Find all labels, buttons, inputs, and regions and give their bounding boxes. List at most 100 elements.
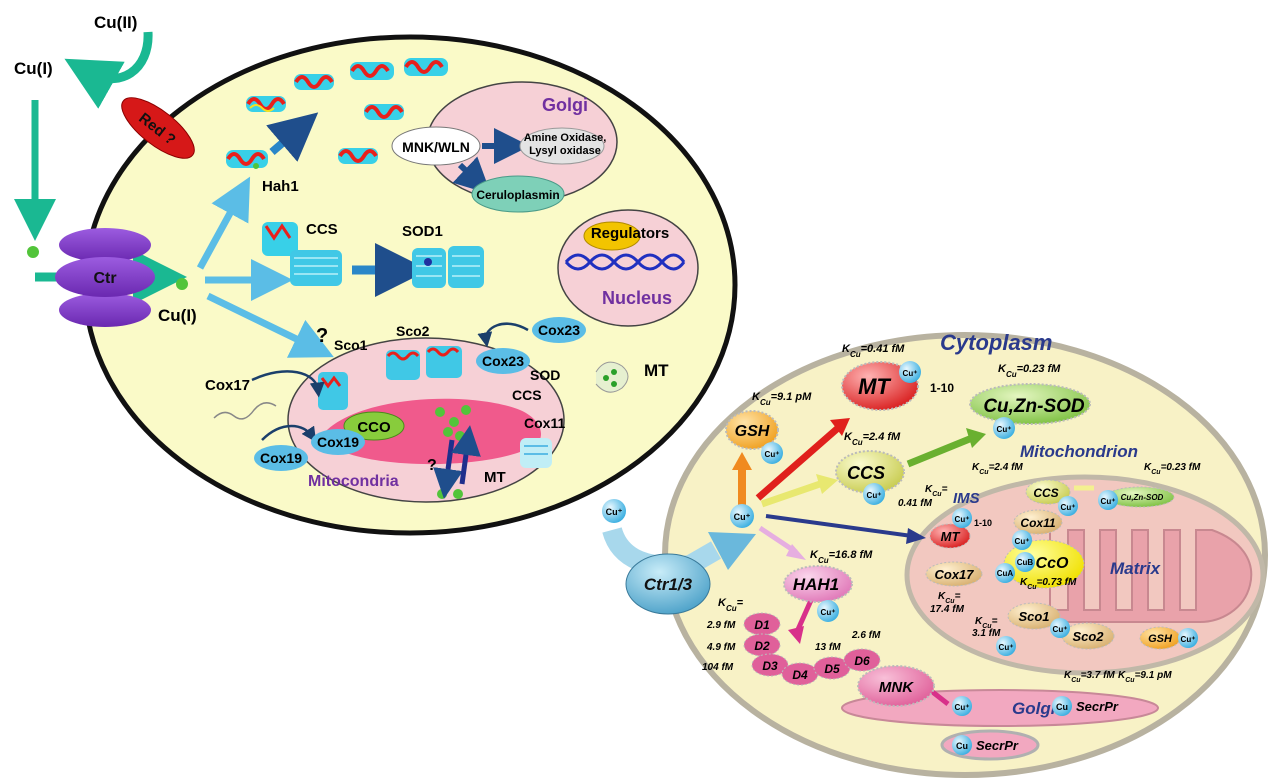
ccs-protein [262, 222, 342, 286]
svg-text:GSH: GSH [735, 423, 770, 440]
svg-text:MT: MT [858, 374, 891, 399]
arrow-to-hah1 [196, 176, 251, 270]
hah1-protein-cluster [226, 58, 448, 169]
gsh [725, 410, 779, 450]
copper-spheres: Cu⁺ Cu⁺ Cu⁺ Cu⁺ Cu⁺ Cu⁺ Cu⁺ Cu⁺ Cu⁺ Cu⁺ … [602, 361, 1198, 716]
svg-text:Cu⁺: Cu⁺ [1053, 625, 1068, 634]
question-mark: ? [427, 457, 437, 474]
svg-text:Cu⁺: Cu⁺ [1015, 537, 1030, 546]
sco2-label: Sco2 [396, 323, 430, 339]
svg-text:CuB: CuB [1017, 558, 1034, 567]
arrow-to-ccs [760, 480, 822, 508]
svg-text:Cu⁺: Cu⁺ [997, 425, 1012, 434]
ceruloplasmin [471, 175, 565, 213]
svg-text:D2: D2 [754, 639, 770, 653]
mitochondrion-cristae [1049, 529, 1253, 623]
ims-mt-range: 1-10 [974, 518, 992, 528]
ccs [835, 450, 905, 494]
cu-plus-sphere: Cu⁺ [996, 636, 1016, 656]
arrow-to-ceruloplasmin [452, 156, 492, 195]
mnk-domain-d6: D6 [843, 648, 881, 672]
ims-ccs [1025, 479, 1071, 505]
cu1-bottom-label: Cu(I) [158, 306, 197, 325]
svg-text:Cox19: Cox19 [317, 434, 359, 450]
svg-text:Ctr1/3: Ctr1/3 [644, 575, 693, 594]
ims-mt [929, 523, 971, 549]
svg-text:Cu,Zn-SOD: Cu,Zn-SOD [1121, 493, 1164, 502]
mnk-domain-d4: D4 [781, 662, 819, 686]
svg-text:Cu⁺: Cu⁺ [955, 703, 970, 712]
ctr-transporter: Ctr [55, 228, 155, 327]
cu-plus-sphere: Cu⁺ [602, 499, 626, 523]
mnk-wln [391, 126, 481, 166]
mnk-domain-d1: D1 [743, 612, 781, 636]
cu-plus-sphere: Cu⁺ [1012, 530, 1032, 550]
cua-site [995, 563, 1015, 583]
ims-ccs-kcu: KCu=2.4 fM [972, 462, 1023, 476]
cu-plus-sphere: Cu⁺ [1050, 618, 1070, 638]
svg-text:Cox23: Cox23 [538, 322, 580, 338]
nucleus-label: Nucleus [602, 288, 672, 308]
reduction-arrow [64, 31, 153, 109]
mt-range: 1-10 [930, 381, 954, 395]
cu-zn-sod [969, 383, 1091, 425]
cco-complex [343, 411, 405, 441]
cox11 [1013, 509, 1063, 535]
mitochondrion-label: Mitochondrion [1020, 442, 1138, 461]
cco-kcu: KCu=0.73 fM [1020, 577, 1077, 591]
cu-plus-sphere: Cu⁺ [730, 504, 754, 528]
svg-text:D4: D4 [792, 668, 808, 682]
cox23-inside [476, 348, 530, 374]
cox19-outside [254, 445, 308, 471]
svg-text:GSH: GSH [1148, 633, 1173, 645]
sco-proteins [318, 346, 462, 410]
question-mark: ? [316, 325, 328, 347]
sod1-protein [412, 246, 484, 288]
d3-kcu: 104 fM [702, 662, 734, 673]
svg-text:Cox23: Cox23 [482, 353, 524, 369]
gsh-kcu: KCu=9.1 pM [752, 391, 812, 407]
mt [841, 361, 919, 411]
svg-text:Cox11: Cox11 [1020, 516, 1055, 530]
sod-label: SOD [530, 367, 560, 383]
ims-label: IMS [953, 490, 980, 507]
sco1-kcu-value: 3.1 fM [972, 628, 1001, 639]
svg-text:Cu⁺: Cu⁺ [955, 515, 970, 524]
svg-text:CcO: CcO [1036, 555, 1069, 572]
cox17-import-arrow [251, 370, 325, 398]
cu-plus-sphere: Cu⁺ [761, 442, 783, 464]
golgi-right-label: Golgi [1012, 699, 1057, 718]
cu-plus-sphere: Cu⁺ [993, 417, 1015, 439]
dna-helix [564, 253, 686, 271]
mitocondria-label: Mitocondria [308, 473, 399, 490]
hah1 [783, 565, 853, 603]
arrow-ccs-to-sod [906, 434, 974, 468]
svg-text:Cu⁺: Cu⁺ [606, 507, 623, 517]
sco2-kcu: KCu=3.7 fM [1064, 670, 1115, 684]
regulators [583, 221, 641, 251]
cox17-chain [213, 402, 277, 420]
cox17-label: Cox17 [205, 377, 250, 394]
ims-mt-kcu-value: 0.41 fM [898, 498, 933, 509]
arrow-to-ims [765, 514, 913, 538]
ims-mt-kcu: KCu= [925, 484, 948, 498]
mt-kcu: KCu=0.41 fM [842, 343, 905, 359]
svg-text:CCS: CCS [847, 463, 885, 483]
ceruloplasmin-label: Ceruloplasmin [476, 188, 559, 202]
cu-plus-sphere: Cu⁺ [1058, 496, 1078, 516]
arrow-to-mito [206, 292, 334, 358]
svg-text:MT: MT [941, 529, 961, 544]
cox17-kcu: KCu= [938, 591, 961, 605]
cub-site [1015, 552, 1035, 572]
ccs-label: CCS [306, 221, 338, 238]
copper-ion [176, 278, 188, 290]
d5-kcu: 13 fM [815, 642, 841, 653]
svg-text:Cox17: Cox17 [934, 567, 974, 582]
mnk-domain-d5: D5 [813, 656, 851, 680]
sco1-label: Sco1 [334, 337, 368, 353]
secretory-protein-1: SecrPr [1076, 699, 1119, 714]
cox19-import-arrow [261, 424, 317, 443]
mt-label: MT [644, 361, 669, 380]
svg-text:Ctr: Ctr [93, 270, 116, 287]
